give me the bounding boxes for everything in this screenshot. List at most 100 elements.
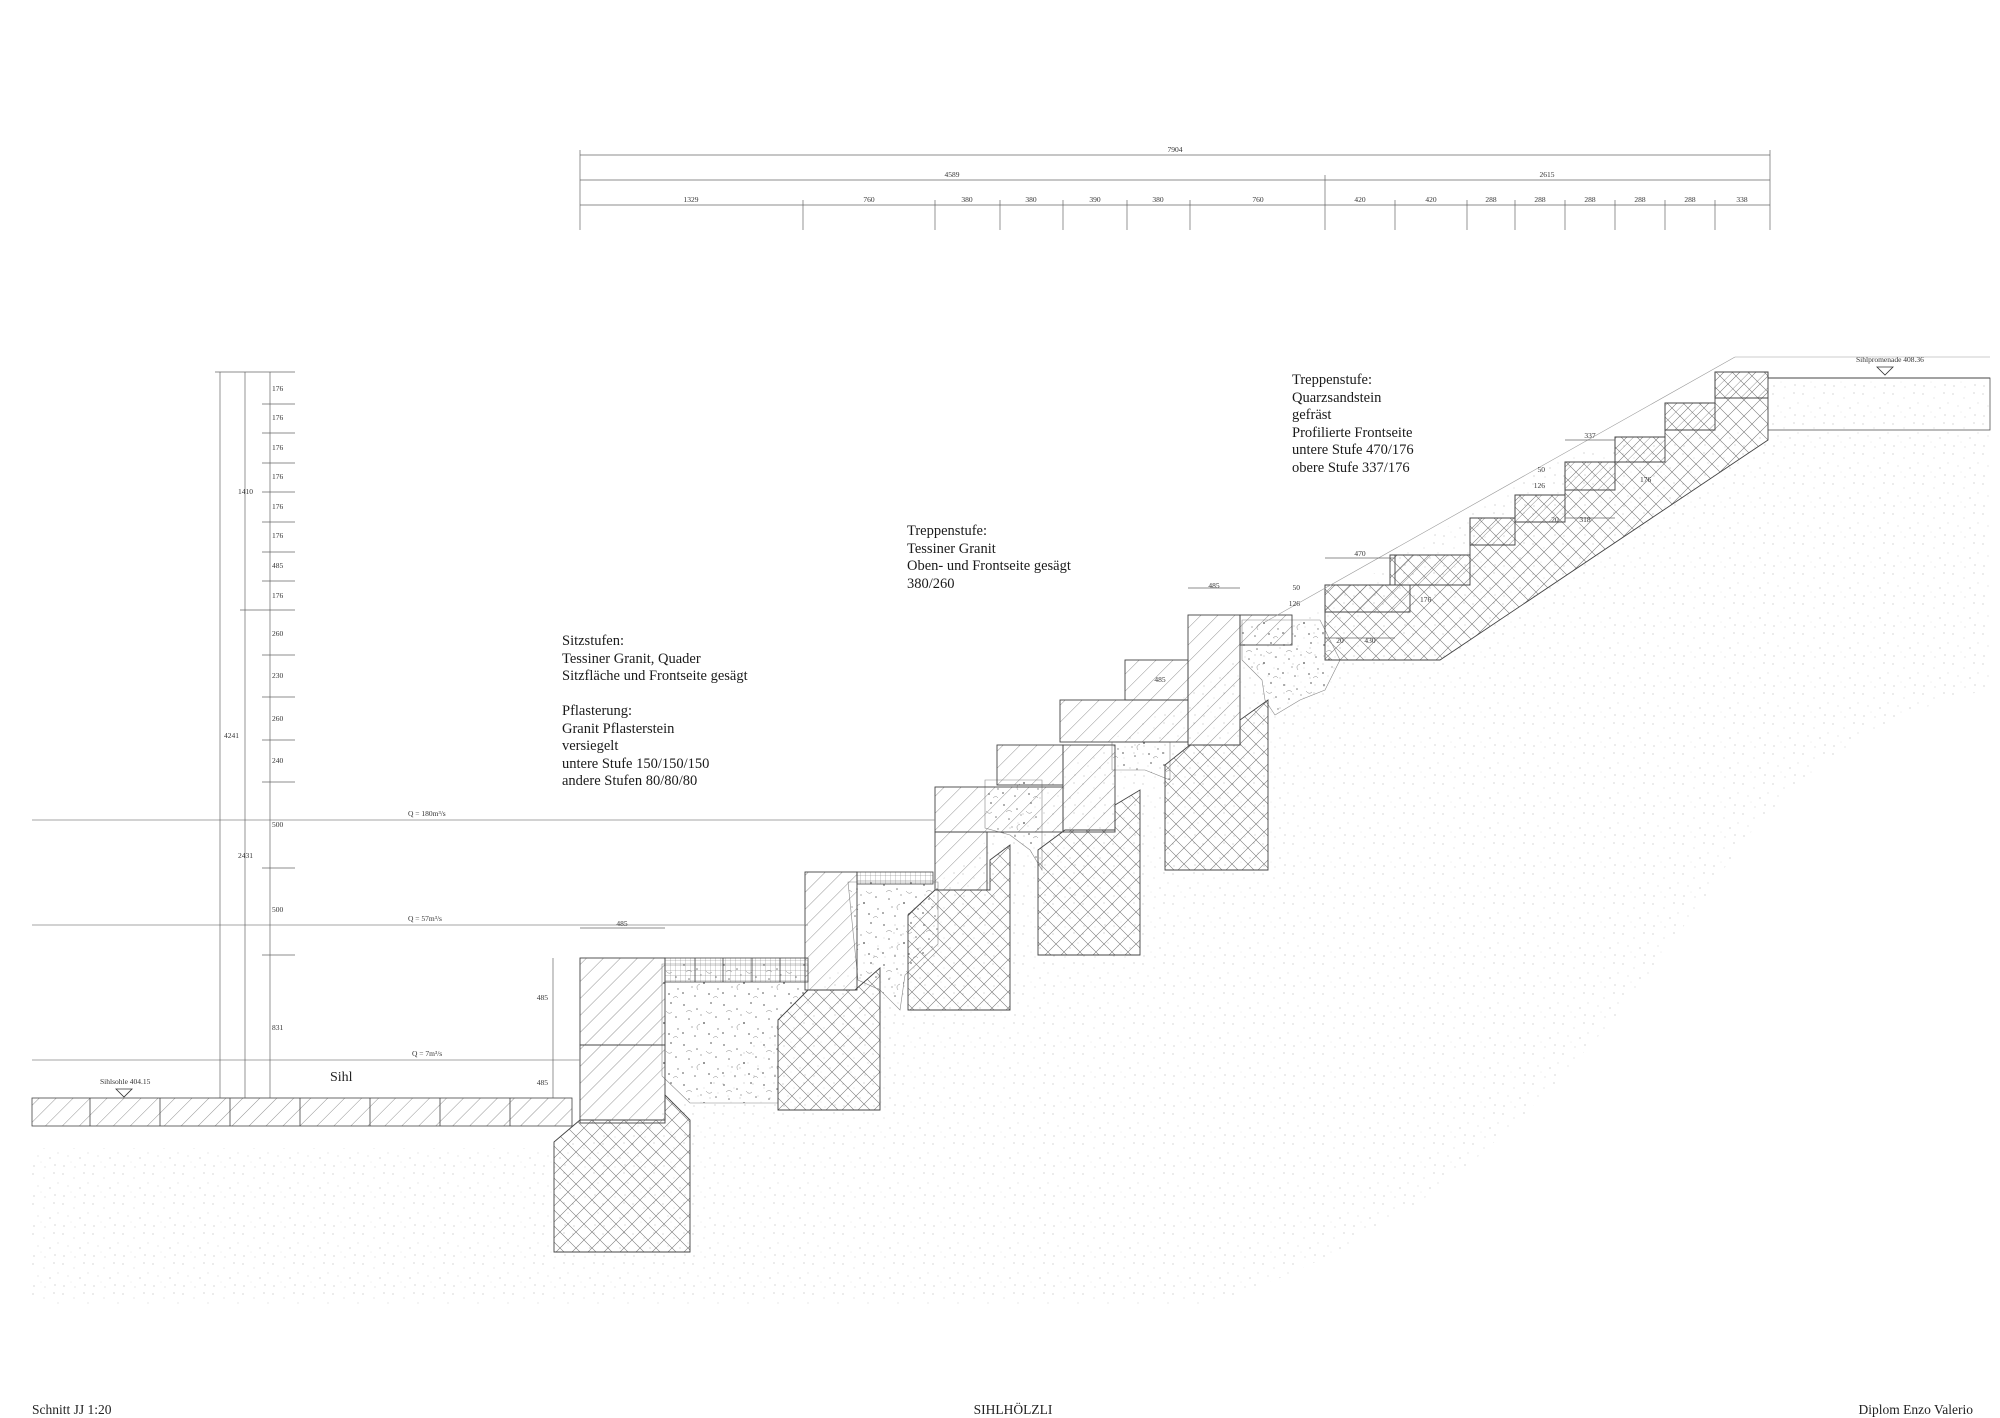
dim-step-126a: 126 <box>1289 599 1301 608</box>
dim-step-20b: 20 <box>1551 515 1559 524</box>
left-segment-label: 831 <box>272 1023 284 1032</box>
granite-step-1 <box>1239 614 1293 646</box>
top-segment-label: 288 <box>1485 195 1497 204</box>
note-sitzstufen: Sitzstufen: Tessiner Granit, Quader Sitz… <box>562 633 748 686</box>
note-sitzstufen-line: Tessiner Granit, Quader <box>562 650 701 667</box>
note-treppe-quarz-line: untere Stufe 470/176 <box>1292 442 1414 458</box>
note-treppe-quarz-line: Quarzsandstein <box>1292 389 1382 406</box>
note-pflasterung: Pflasterung: Granit Pflasterstein versie… <box>562 703 709 791</box>
note-treppe-quarz-line: obere Stufe 337/176 <box>1292 459 1410 476</box>
dim-step-337: 337 <box>1584 431 1596 440</box>
wall-block-lower <box>579 1044 666 1124</box>
paving-stones-lower <box>664 957 809 983</box>
water-level-lines <box>32 819 935 1061</box>
left-segment-label: 230 <box>272 671 284 680</box>
dim-wall-base: 485 <box>537 1078 549 1087</box>
dim-wall-width: 485 <box>616 919 628 928</box>
seat-block-2 <box>804 871 858 991</box>
dim-step-318: 318 <box>1579 515 1591 524</box>
level-q7: Q = 7m³/s <box>412 1049 442 1058</box>
sihlsohle-marker-icon <box>115 1088 133 1098</box>
top-segment-label: 288 <box>1534 195 1546 204</box>
seat-block-4b <box>996 744 1064 786</box>
seat-block-4a <box>1062 744 1116 833</box>
stair-rake-line <box>1264 356 1736 623</box>
left-segment-label: 176 <box>272 443 284 452</box>
left-segment-label: 500 <box>272 905 284 914</box>
left-segment-label: 240 <box>272 756 284 765</box>
dim-top-left: 4589 <box>945 170 960 179</box>
footer-title: SIHLHÖLZLI <box>973 1402 1053 1417</box>
riverbed-paving <box>31 1097 573 1127</box>
dim-left-total: 4241 <box>224 731 239 740</box>
level-q180: Q = 180m³/s <box>408 809 446 818</box>
top-segment-label: 420 <box>1354 195 1366 204</box>
promenade-layer <box>1767 377 1991 431</box>
top-segment-label: 380 <box>1152 195 1164 204</box>
dim-step-126b: 126 <box>1534 481 1546 490</box>
top-segment-label: 288 <box>1584 195 1596 204</box>
soil-ground <box>32 430 1990 1305</box>
left-dimension-lines <box>215 371 295 1099</box>
note-treppe-granit-line: 380/260 <box>907 575 955 592</box>
note-pflasterung-line: andere Stufen 80/80/80 <box>562 773 698 789</box>
paving-stones-2 <box>856 871 934 885</box>
dim-block-width: 485 <box>1208 581 1220 590</box>
left-segment-label: 260 <box>272 714 284 723</box>
top-segment-label: 380 <box>1025 195 1037 204</box>
note-sitzstufen-line: Sitzfläche und Frontseite gesägt <box>562 668 748 684</box>
footer-scale: Schnitt JJ 1:20 <box>32 1402 112 1417</box>
dim-left-lower: 2431 <box>238 851 253 860</box>
left-segment-label: 176 <box>272 531 284 540</box>
top-segment-label: 1329 <box>684 195 699 204</box>
note-treppe-granit-line: Tessiner Granit <box>907 540 996 557</box>
seat-block-3b <box>934 786 1064 833</box>
seat-block-5b <box>1059 699 1189 743</box>
sandstone-step-treads <box>1324 371 1769 613</box>
note-pflasterung-line: Pflasterung: <box>562 703 633 719</box>
promenade-marker-icon <box>1876 366 1894 376</box>
left-segment-label: 485 <box>272 561 284 570</box>
level-q57: Q = 57m³/s <box>408 914 442 923</box>
left-segment-labels: 1761761761761761764851762602302602405005… <box>272 384 284 1032</box>
dim-step-470: 470 <box>1354 549 1366 558</box>
left-segment-label: 260 <box>272 629 284 638</box>
note-treppe-granit: Treppenstufe: Tessiner Granit Oben- und … <box>907 523 1071 593</box>
seat-block-5a <box>1187 614 1241 746</box>
dim-step-50b: 50 <box>1538 465 1546 474</box>
dim-step-20a: 20 <box>1336 636 1344 645</box>
note-pflasterung-line: versiegelt <box>562 738 619 754</box>
top-segment-label: 760 <box>863 195 875 204</box>
note-pflasterung-line: Granit Pflasterstein <box>562 720 675 737</box>
top-segment-label: 288 <box>1634 195 1646 204</box>
seat-block-3a <box>934 831 988 891</box>
left-segment-label: 176 <box>272 472 284 481</box>
dim-top-total: 7904 <box>1168 145 1183 154</box>
top-segment-label: 288 <box>1684 195 1696 204</box>
top-segment-label: 338 <box>1736 195 1748 204</box>
footer-author: Diplom Enzo Valerio <box>1858 1402 1973 1417</box>
top-segment-label: 390 <box>1089 195 1101 204</box>
dim-top-right: 2615 <box>1540 170 1555 179</box>
level-sihlsohle: Sihlsohle 404.15 <box>100 1077 151 1086</box>
left-segment-label: 500 <box>272 820 284 829</box>
top-segment-label: 380 <box>961 195 973 204</box>
note-treppe-quarz-line: gefräst <box>1292 407 1332 423</box>
left-segment-label: 176 <box>272 502 284 511</box>
dim-step-176a: 176 <box>1420 595 1432 604</box>
river-label: Sihl <box>330 1070 353 1085</box>
top-segment-label: 420 <box>1425 195 1437 204</box>
left-segment-label: 176 <box>272 384 284 393</box>
note-treppe-granit-line: Treppenstufe: <box>907 523 988 539</box>
note-pflasterung-line: untere Stufe 150/150/150 <box>562 755 710 772</box>
note-treppe-granit-line: Oben- und Frontseite gesägt <box>907 558 1071 574</box>
dim-block-height: 485 <box>1154 675 1166 684</box>
note-sitzstufen-line: Sitzstufen: <box>562 633 625 649</box>
dim-wall-height: 485 <box>537 993 549 1002</box>
note-treppe-quarz-line: Treppenstufe: <box>1292 372 1373 388</box>
wall-block-upper <box>579 957 666 1046</box>
riverbed-joints <box>89 1098 511 1126</box>
paving-lower-joints <box>694 958 781 982</box>
